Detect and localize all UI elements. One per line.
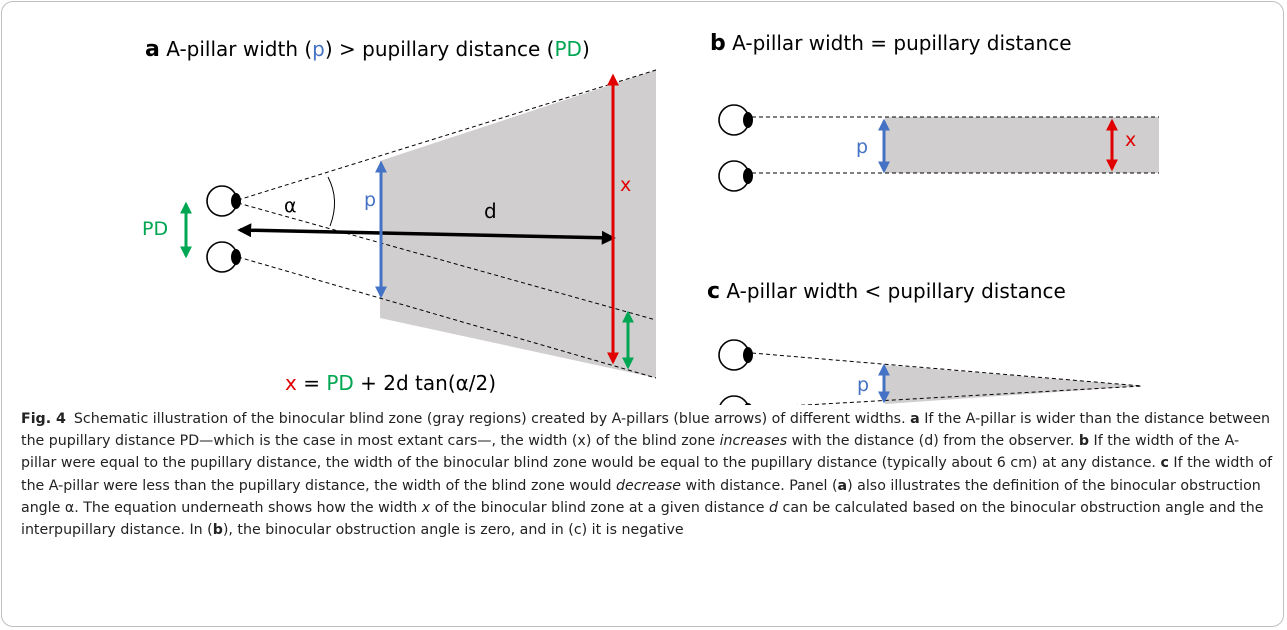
panel-a-sightline-upper-bottom bbox=[237, 202, 657, 321]
panel-a-blind-zone bbox=[380, 70, 656, 378]
caption-ref: c bbox=[1160, 455, 1169, 472]
caption-text: can be calculated based on the binocular… bbox=[21, 499, 1264, 539]
caption-emphasis: x bbox=[421, 499, 431, 516]
panel-b-label-x: x bbox=[1125, 129, 1136, 151]
caption-text: ), the binocular obstruction angle is ze… bbox=[222, 522, 684, 539]
panel-a-title-mid: ) > pupillary distance ( bbox=[325, 37, 555, 61]
figure-diagram: a A-pillar width (p) > pupillary distanc… bbox=[142, 31, 1159, 405]
caption-figure-number: Fig. 4 bbox=[21, 411, 66, 427]
panel-b-blind-zone bbox=[885, 117, 1159, 173]
caption-text: If the width of the A-pillar were equal … bbox=[21, 433, 1240, 472]
panel-a-label-x: x bbox=[620, 174, 631, 196]
panel-b-eye-upper bbox=[718, 104, 753, 136]
caption-text: with the distance (d) from the observer. bbox=[787, 433, 1079, 450]
caption-text: If the A-pillar is wider than the distan… bbox=[21, 411, 1271, 450]
caption-text: of the binocular blind zone at a given d… bbox=[430, 499, 770, 516]
panel-c-sightline-upper bbox=[751, 352, 1143, 387]
caption-emphasis: increases bbox=[719, 433, 788, 450]
panel-c-blind-zone bbox=[885, 365, 1142, 404]
panel-a-eye-upper bbox=[206, 185, 241, 217]
equation-x: x bbox=[285, 371, 297, 395]
panel-c-sightline-lower bbox=[796, 385, 1143, 405]
panel-a-eye-lower bbox=[206, 241, 241, 273]
panel-a-label-pd: PD bbox=[142, 218, 168, 240]
caption-text: ) also illustrates the definition of the… bbox=[21, 477, 1261, 516]
panel-a-distance-arrow bbox=[237, 223, 616, 245]
panel-a-sightline-upper-top bbox=[237, 69, 657, 201]
caption-emphasis: decrease bbox=[616, 477, 681, 494]
panel-b-label-p: p bbox=[856, 136, 868, 158]
panel-c-eye-lower bbox=[719, 395, 752, 405]
panel-b-title-text: A-pillar width = pupillary distance bbox=[732, 31, 1071, 55]
caption-ref: a bbox=[837, 477, 848, 494]
panel-c-title-text: A-pillar width < pupillary distance bbox=[726, 279, 1065, 303]
panel-a-label-d: d bbox=[484, 199, 497, 223]
panel-b-letter: b bbox=[710, 31, 726, 56]
panel-b-eye-lower bbox=[718, 160, 753, 192]
panel-c-title: c A-pillar width < pupillary distance bbox=[707, 279, 1066, 304]
figure-caption: Fig. 4 Schematic illustration of the bino… bbox=[21, 408, 1273, 541]
caption-ref: b bbox=[212, 522, 223, 539]
caption-emphasis: d bbox=[769, 499, 779, 516]
caption-text: with distance. Panel ( bbox=[680, 477, 838, 494]
caption-text: Schematic illustration of the binocular … bbox=[73, 411, 911, 427]
panel-a-angle-arc bbox=[327, 176, 335, 227]
caption-text: If the width of the A-pillar were less t… bbox=[21, 455, 1273, 494]
panel-b-title: b A-pillar width = pupillary distance bbox=[710, 31, 1072, 56]
panel-c-letter: c bbox=[707, 279, 720, 304]
panel-a-title-suffix: ) bbox=[582, 37, 590, 61]
panel-a-title: a A-pillar width (p) > pupillary distanc… bbox=[145, 37, 590, 62]
panel-c-eye-upper bbox=[718, 339, 753, 371]
equation-pd: PD bbox=[326, 371, 353, 395]
panel-a-label-p: p bbox=[364, 189, 376, 211]
panel-a-equation: x = PD + 2d tan(α/2) bbox=[285, 371, 496, 395]
equation-rest: + 2d tan(α/2) bbox=[354, 371, 496, 395]
panel-a-title-pd: PD bbox=[554, 37, 581, 61]
equation-equals: = bbox=[297, 371, 326, 395]
panel-a-title-prefix: A-pillar width ( bbox=[166, 37, 312, 61]
panel-a-sightline-lower-bottom bbox=[237, 256, 657, 379]
caption-ref: b bbox=[1078, 433, 1090, 450]
panel-a-title-p: p bbox=[312, 37, 325, 61]
panel-a-letter: a bbox=[145, 37, 160, 62]
panel-a-label-alpha: α bbox=[284, 195, 297, 217]
caption-ref: a bbox=[910, 411, 920, 427]
panel-c-label-p: p bbox=[857, 374, 869, 396]
